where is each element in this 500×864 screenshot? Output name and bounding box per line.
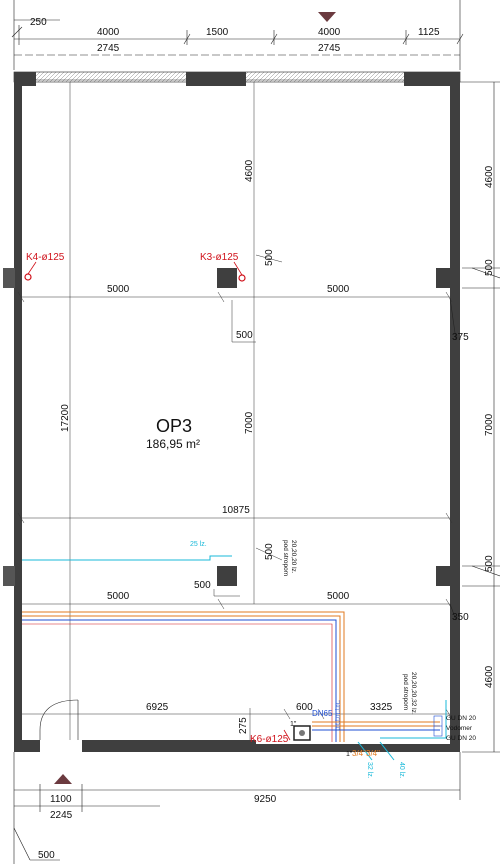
pipe-label-cyan-b1: 32 lz. [366, 762, 373, 779]
top-dimension-group [11, 0, 464, 70]
dim-right-4600-a: 4600 [484, 165, 495, 188]
vent-label-k3: K3-ø125 [200, 252, 239, 263]
dim-top-4000-b: 4000 [318, 27, 341, 38]
pipe-label-dn65: DN65 [312, 709, 333, 718]
pipe-label-text2b: pod stropom [402, 674, 409, 710]
pipe-label-inch34a: 3/4" [352, 749, 366, 758]
dim-500-col: 500 [264, 543, 275, 560]
door [39, 699, 79, 740]
vent-k4 [24, 261, 37, 281]
inner-dimension-lines [17, 82, 453, 740]
vent-k6 [283, 729, 291, 741]
dim-right-500-a: 500 [484, 259, 495, 276]
pipe-label-text1: 20,20,20 lz. [290, 540, 297, 574]
dim-right-4600-b: 4600 [484, 665, 495, 688]
dim-10875: 10875 [222, 505, 250, 516]
drain-circle [299, 730, 305, 736]
north-marker-top [318, 12, 336, 22]
room-name: OP3 [156, 416, 192, 436]
dim-top-1500: 1500 [206, 27, 229, 38]
dim-bottom-2245: 2245 [50, 810, 73, 821]
dim-500-lower: 500 [194, 580, 211, 591]
pipe-label-text2: 20,20,20,32 lz. [410, 672, 417, 715]
dim-top-250: 250 [30, 17, 47, 28]
north-marker-bottom [54, 774, 72, 784]
dim-5000-a: 5000 [107, 284, 130, 295]
dim-bottom-9250: 9250 [254, 794, 277, 805]
dim-top-1125: 1125 [418, 27, 440, 38]
vent-label-k4: K4-ø125 [26, 252, 65, 263]
dim-right-375: 375 [452, 332, 469, 343]
pipe-label-vodomer: Vodomer [446, 725, 473, 732]
dim-top-2745-a: 2745 [97, 43, 120, 54]
pipe-label-gu1: GU DN 20 [446, 715, 476, 722]
dim-4600-inner: 4600 [244, 159, 255, 182]
dim-right-500-b: 500 [484, 555, 495, 572]
vent-k3 [233, 261, 246, 282]
right-dimension-group [449, 81, 500, 753]
dim-bottom-1100: 1100 [50, 794, 72, 805]
dim-5000-c: 5000 [107, 591, 130, 602]
pipe-label-inch-b: 1" [346, 751, 353, 758]
dim-17200: 17200 [60, 404, 71, 432]
walls [3, 71, 461, 752]
pipe-label-cyan-b2: 40 lz. [398, 762, 405, 779]
dim-top-4000-a: 4000 [97, 27, 120, 38]
dim-500-mid: 500 [236, 330, 253, 341]
pipe-label-vertical: "10"|"10"|"10" [334, 700, 340, 730]
dim-right-7000: 7000 [484, 413, 495, 436]
dim-275: 275 [238, 717, 249, 734]
dim-bottom-500: 500 [38, 850, 55, 861]
pipe-label-inch34b: 3/4" [366, 749, 380, 758]
vent-label-k6: K6-ø125 [250, 734, 289, 745]
dim-3325: 3325 [370, 702, 393, 713]
dim-top-2745-b: 2745 [318, 43, 341, 54]
pipe-label-gu2: GU DN 20 [446, 735, 476, 742]
dim-5000-b: 5000 [327, 284, 350, 295]
dim-7000-inner: 7000 [244, 411, 255, 434]
pipe-label-cyan-top: 25 lz. [190, 541, 207, 548]
dim-right-350: 350 [452, 612, 469, 623]
dim-5000-d: 5000 [327, 591, 350, 602]
dim-6925: 6925 [146, 702, 169, 713]
pipe-label-text1b: pod stropom [282, 540, 289, 576]
pipe-lines [22, 555, 447, 761]
dim-600: 600 [296, 702, 313, 713]
room-area: 186,95 m² [146, 437, 200, 451]
dim-500-k3: 500 [264, 249, 275, 266]
water-meter-symbols [433, 715, 443, 737]
pipe-label-inch1: 1" [290, 721, 297, 728]
bottom-dimension-group [13, 752, 461, 864]
